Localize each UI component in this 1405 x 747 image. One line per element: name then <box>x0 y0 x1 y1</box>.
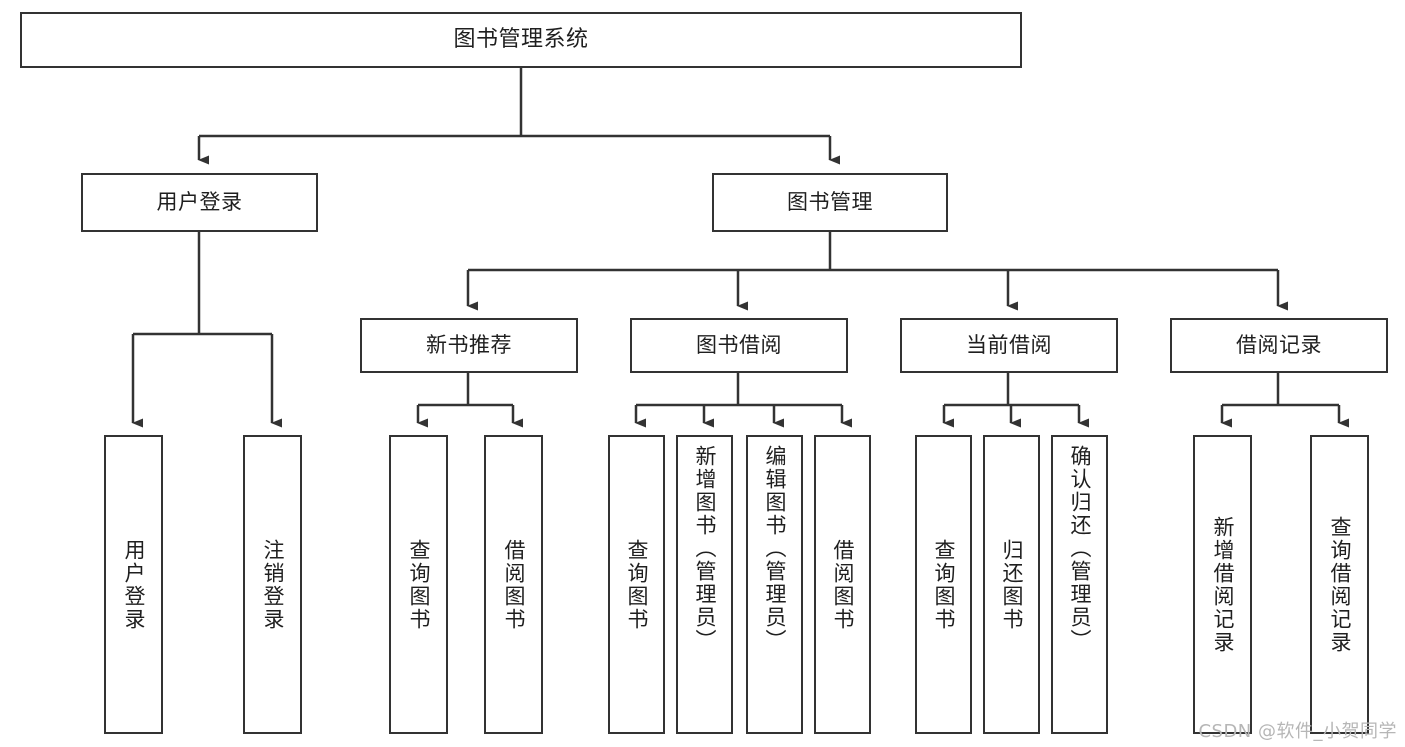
node-leaf-borrow-book-recommend-label: 借阅图书 <box>502 538 526 631</box>
node-leaf-borrow-book-label: 借阅图书 <box>831 538 855 631</box>
node-borrow-record[interactable]: 借阅记录 <box>1170 318 1388 373</box>
node-leaf-query-borrow-record-label: 查询借阅记录 <box>1328 515 1352 654</box>
node-leaf-query-book-current-label: 查询图书 <box>932 538 956 631</box>
node-current-borrow-label: 当前借阅 <box>966 333 1052 358</box>
node-new-book-recommend-label: 新书推荐 <box>426 333 512 358</box>
node-leaf-user-login-label: 用户登录 <box>122 538 146 631</box>
node-leaf-query-book-recommend[interactable]: 查询图书 <box>389 435 448 734</box>
node-leaf-add-borrow-record-label: 新增借阅记录 <box>1211 515 1235 654</box>
node-leaf-query-book-borrow-label: 查询图书 <box>625 538 649 631</box>
node-user-login-label: 用户登录 <box>156 190 243 215</box>
node-leaf-user-login[interactable]: 用户登录 <box>104 435 163 734</box>
node-leaf-borrow-book-recommend[interactable]: 借阅图书 <box>484 435 543 734</box>
node-leaf-return-book[interactable]: 归还图书 <box>983 435 1040 734</box>
node-leaf-return-book-label: 归还图书 <box>1000 538 1024 631</box>
node-leaf-query-borrow-record[interactable]: 查询借阅记录 <box>1310 435 1369 734</box>
node-book-borrow-label: 图书借阅 <box>696 333 782 358</box>
node-leaf-logout-label: 注销登录 <box>261 538 285 631</box>
node-current-borrow[interactable]: 当前借阅 <box>900 318 1118 373</box>
node-book-management[interactable]: 图书管理 <box>712 173 948 232</box>
node-book-borrow[interactable]: 图书借阅 <box>630 318 848 373</box>
node-leaf-confirm-return-admin-label: 确认归还（管理员） <box>1068 445 1092 652</box>
node-leaf-add-borrow-record[interactable]: 新增借阅记录 <box>1193 435 1252 734</box>
node-leaf-edit-book-admin[interactable]: 编辑图书（管理员） <box>746 435 803 734</box>
node-borrow-record-label: 借阅记录 <box>1236 333 1322 358</box>
node-user-login[interactable]: 用户登录 <box>81 173 318 232</box>
node-root-system[interactable]: 图书管理系统 <box>20 12 1022 68</box>
node-leaf-confirm-return-admin[interactable]: 确认归还（管理员） <box>1051 435 1108 734</box>
node-leaf-query-book-borrow[interactable]: 查询图书 <box>608 435 665 734</box>
node-leaf-logout[interactable]: 注销登录 <box>243 435 302 734</box>
node-book-management-label: 图书管理 <box>787 190 873 215</box>
node-leaf-add-book-admin[interactable]: 新增图书（管理员） <box>676 435 733 734</box>
node-leaf-query-book-recommend-label: 查询图书 <box>407 538 431 631</box>
node-root-system-label: 图书管理系统 <box>453 27 589 53</box>
node-new-book-recommend[interactable]: 新书推荐 <box>360 318 578 373</box>
node-leaf-query-book-current[interactable]: 查询图书 <box>915 435 972 734</box>
node-leaf-edit-book-admin-label: 编辑图书（管理员） <box>763 445 787 652</box>
node-leaf-add-book-admin-label: 新增图书（管理员） <box>693 445 717 652</box>
node-leaf-borrow-book[interactable]: 借阅图书 <box>814 435 871 734</box>
